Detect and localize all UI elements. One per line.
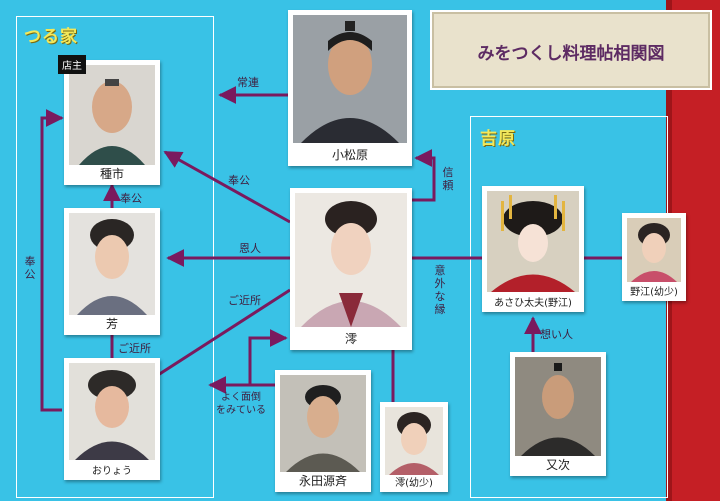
portrait-yoshi — [69, 213, 155, 315]
diagram-title: みをつくし料理帖相関図 — [477, 44, 665, 64]
name-mio: 澪 — [344, 332, 357, 346]
relation-label-igainaen: 意外な縁 — [434, 264, 446, 316]
line-gokinjo-mio — [157, 288, 291, 377]
character-card-oryou[interactable]: おりょう — [64, 358, 160, 480]
line-houkou-mio — [163, 150, 291, 224]
portrait-asahi — [487, 191, 579, 292]
relation-label-omoibito: 想い人 — [540, 328, 573, 341]
portrait-noe-child — [627, 218, 681, 282]
character-card-mio[interactable]: 澪 — [290, 188, 412, 350]
line-shinrai — [412, 149, 436, 202]
relation-label-onjin: 恩人 — [239, 242, 261, 255]
character-card-mio-child[interactable]: 澪(幼少) — [380, 402, 448, 492]
relation-label-mendou: よく面倒 をみている — [216, 391, 266, 417]
name-asahi: あさひ太夫(野江) — [494, 298, 572, 309]
character-card-noe-child[interactable]: 野江(幼少) — [622, 213, 686, 301]
name-nagata: 永田源斉 — [298, 474, 347, 488]
relation-label-houkou-mio: 奉公 — [228, 174, 250, 187]
name-oryou: おりょう — [92, 466, 132, 477]
relation-label-gokinjo-mio: ご近所 — [228, 294, 261, 307]
name-komatsubara: 小松原 — [331, 148, 368, 162]
name-yoshi: 芳 — [105, 317, 118, 331]
line-houkou-oryou — [40, 109, 64, 412]
portrait-oryou — [69, 363, 155, 460]
portrait-mio — [295, 193, 407, 327]
yoshiwara-group-label: 吉原 — [480, 129, 516, 149]
relation-label-mendou-line1: よく面倒 — [221, 392, 261, 403]
relation-label-mendou-line2: をみている — [216, 405, 266, 416]
name-mataji: 又次 — [545, 458, 570, 472]
name-taneichi: 種市 — [99, 167, 124, 181]
name-noe-child: 野江(幼少) — [630, 287, 678, 298]
relation-label-shinrai: 信頼 — [442, 166, 454, 192]
owner-badge: 店主 — [58, 55, 86, 74]
relation-label-gokinjo-yoshi: ご近所 — [118, 342, 151, 355]
tsuruya-group-label: つる家 — [24, 27, 78, 47]
name-mio-child: 澪(幼少) — [395, 478, 433, 489]
character-card-mataji[interactable]: 又次 — [510, 352, 606, 476]
yoshiwara-group-frame — [470, 116, 668, 498]
diagram-title-box: みをつくし料理帖相関図 — [430, 10, 712, 90]
portrait-komatsubara — [293, 15, 407, 143]
relation-label-houkou-yoshi: 奉公 — [120, 192, 142, 205]
portrait-taneichi — [69, 65, 155, 165]
relation-label-houkou-oryou: 奉公 — [24, 255, 36, 281]
character-card-komatsubara[interactable]: 小松原 — [288, 10, 412, 166]
character-card-nagata[interactable]: 永田源斉 — [275, 370, 371, 492]
character-card-yoshi[interactable]: 芳 — [64, 208, 160, 335]
line-nagata-mio — [248, 329, 288, 385]
portrait-nagata — [280, 375, 366, 472]
portrait-mio-child — [385, 407, 443, 475]
character-card-asahi[interactable]: あさひ太夫(野江) — [482, 186, 584, 312]
character-card-taneichi[interactable]: 種市 — [64, 60, 160, 185]
portrait-mataji — [515, 357, 601, 456]
relation-label-joren: 常連 — [237, 76, 259, 89]
